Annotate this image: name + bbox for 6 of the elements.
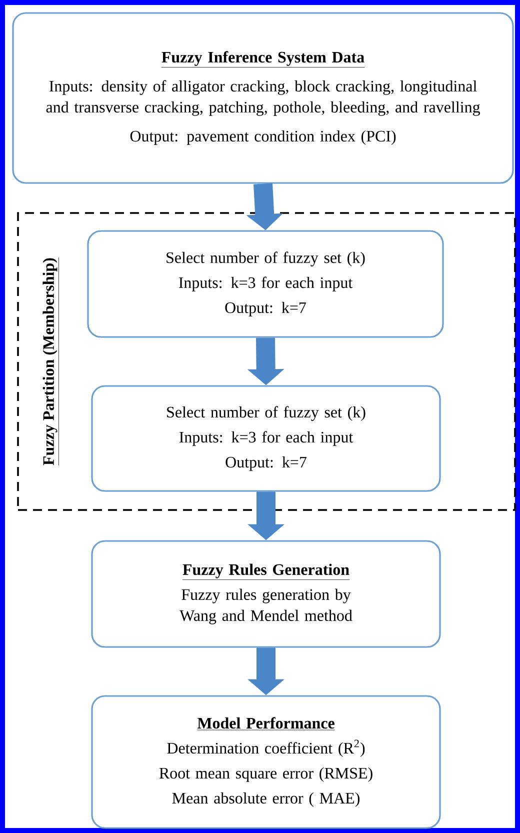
group-label: Fuzzy Partition (Membership) <box>42 257 59 466</box>
process-box: Select number of fuzzy set (k) Inputs: k=3 for each input Output: k=7 <box>87 230 444 338</box>
process-box: Fuzzy Inference System Data Inputs: density of alligator cracking, block cracking, longitudinal and transverse cracking, patching, pothole, bleeding, and ravelling Output: pavement condition index (PCI) <box>12 12 514 184</box>
process-box: Select number of fuzzy set (k) Inputs: k=3 for each input Output: k=7 <box>91 385 441 492</box>
process-box: Model Performance Determination coefficient (R$^{2}$) Root mean square error (RMSE) Mean absolute error ( MAE) <box>91 695 441 829</box>
process-box: Fuzzy Rules Generation Fuzzy rules generation by Wang and Mendel method <box>91 540 441 648</box>
